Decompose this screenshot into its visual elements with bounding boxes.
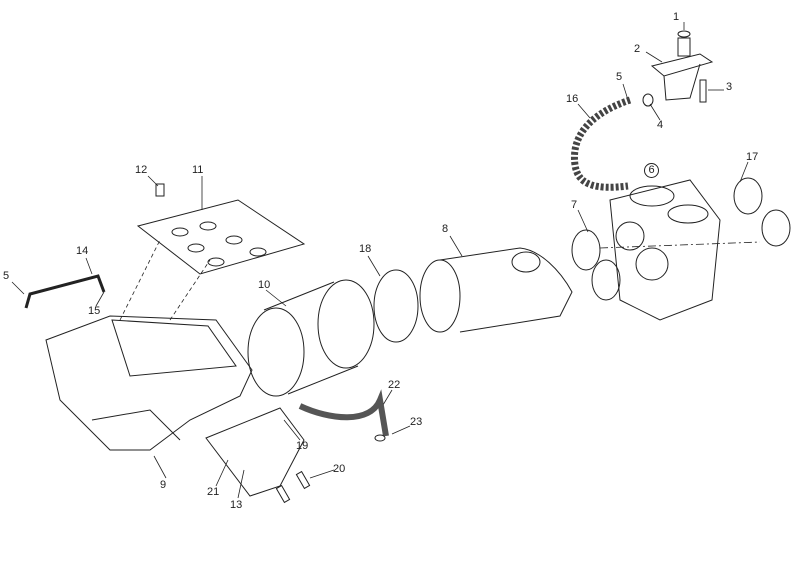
callout-15: 15	[88, 305, 101, 317]
rubber-sleeve	[247, 279, 375, 397]
side-cover	[205, 407, 305, 497]
cover-plate	[136, 183, 306, 275]
bracket-rod	[24, 274, 106, 309]
callout-19: 19	[296, 440, 309, 452]
callout-7: 7	[571, 199, 578, 211]
callout-11: 11	[192, 164, 204, 176]
callout-17: 17	[746, 151, 759, 163]
callout-9: 9	[160, 479, 167, 491]
callout-13: 13	[230, 499, 243, 511]
callout-5-left: 5	[3, 270, 10, 282]
callout-14: 14	[76, 245, 89, 257]
callout-8: 8	[442, 223, 449, 235]
callout-16: 16	[566, 93, 579, 105]
callout-10: 10	[258, 279, 271, 291]
callout-5-top: 5	[616, 71, 623, 83]
callout-6: 6	[644, 163, 659, 178]
callout-1: 1	[673, 11, 680, 23]
carburetor	[609, 179, 721, 321]
callout-18: 18	[359, 243, 372, 255]
breather-hose	[298, 389, 389, 437]
callout-21: 21	[207, 486, 220, 498]
fuel-tap-assembly	[642, 30, 714, 107]
bolts	[275, 470, 311, 504]
callout-4: 4	[657, 119, 664, 131]
fuel-hose	[570, 96, 632, 191]
leader-lines	[11, 22, 761, 499]
clamps	[571, 177, 791, 301]
callout-2: 2	[634, 43, 641, 55]
callout-12: 12	[135, 164, 148, 176]
airbox	[45, 315, 253, 451]
callout-22: 22	[388, 379, 401, 391]
callout-3: 3	[726, 81, 733, 93]
callout-23: 23	[410, 416, 423, 428]
callout-20: 20	[333, 463, 346, 475]
intake-duct	[419, 247, 573, 333]
clamp-18	[373, 269, 419, 343]
